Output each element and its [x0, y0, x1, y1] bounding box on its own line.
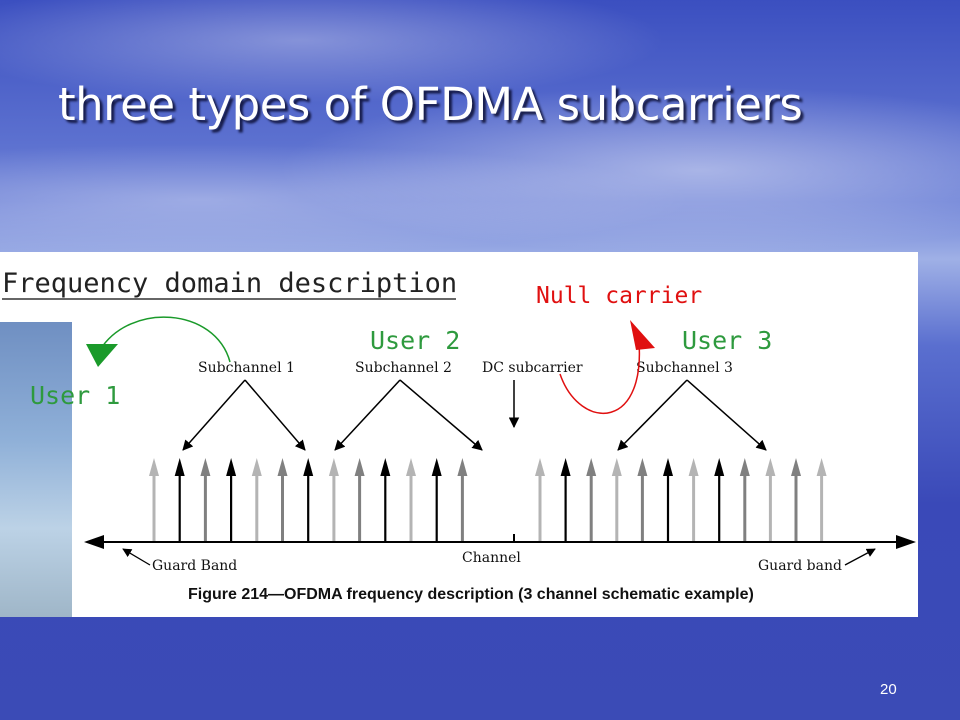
left-subcarrier-9 [354, 458, 365, 541]
figure-panel [72, 322, 918, 617]
subchannel3-right-arrow [686, 379, 767, 451]
null-carrier-arrowhead-icon [630, 320, 655, 350]
right-subcarrier-4 [611, 458, 622, 541]
right-subcarrier-1 [535, 458, 545, 541]
left-subcarrier-8 [328, 458, 339, 541]
right-subcarrier-3 [586, 458, 597, 541]
right-subcarrier-9 [739, 458, 750, 541]
left-subcarrier-10 [380, 458, 391, 541]
left-subcarrier-6 [277, 458, 288, 541]
user2-label: User 2 [370, 326, 460, 355]
page-number: 20 [880, 681, 897, 698]
left-subcarrier-7 [303, 458, 314, 541]
left-subcarrier-12 [431, 458, 442, 541]
slide-title: three types of OFDMA subcarriers [58, 78, 803, 131]
null-carrier-curved-arrow [559, 331, 641, 415]
left-subcarrier-3 [200, 458, 211, 541]
background-photo-strip [0, 322, 72, 617]
right-subcarrier-10 [765, 458, 776, 541]
subcarrier-arrows [149, 458, 827, 542]
figure-caption: Figure 214—OFDMA frequency description (… [188, 586, 754, 603]
left-subcarrier-4 [226, 458, 237, 541]
figure-heading: Frequency domain description [2, 268, 457, 299]
dc-subcarrier-label: DC subcarrier [482, 360, 583, 376]
right-subcarrier-11 [791, 458, 801, 541]
right-subcarrier-2 [560, 458, 571, 541]
left-subcarrier-13 [457, 458, 468, 541]
axis-right-arrowhead-icon [896, 535, 916, 549]
subchannel1-label: Subchannel 1 [198, 360, 295, 376]
left-subcarrier-2 [174, 458, 185, 541]
user1-curved-arrow [99, 316, 231, 363]
subchannel3-label: Subchannel 3 [636, 360, 733, 376]
right-subcarrier-8 [714, 458, 725, 541]
left-subcarrier-5 [251, 458, 262, 541]
right-subcarrier-6 [663, 458, 673, 541]
user1-label: User 1 [30, 381, 120, 410]
right-subcarrier-5 [637, 458, 648, 541]
subchannel1-left-arrow [182, 379, 246, 451]
left-subcarrier-11 [406, 458, 416, 541]
guard-band-right-label: Guard band [758, 558, 842, 574]
subchannel3-left-arrow [617, 379, 688, 451]
right-subcarrier-12 [816, 458, 827, 541]
subchannel2-right-arrow [399, 379, 483, 451]
guard-band-left-arrow [122, 548, 151, 566]
subchannel2-left-arrow [334, 379, 401, 451]
ofdma-diagram: Frequency domain description Null carrie… [2, 268, 918, 617]
ofdma-figure: Frequency domain description Null carrie… [0, 252, 918, 617]
guard-band-right-arrow [844, 548, 876, 566]
guard-band-left-label: Guard Band [152, 558, 237, 574]
axis-left-arrowhead-icon [84, 535, 104, 549]
null-carrier-label: Null carrier [536, 283, 702, 309]
subchannel1-right-arrow [244, 379, 306, 451]
right-subcarrier-7 [688, 458, 699, 541]
user3-label: User 3 [682, 326, 772, 355]
left-subcarrier-1 [149, 458, 159, 541]
subchannel2-label: Subchannel 2 [355, 360, 452, 376]
user1-arrowhead-icon [86, 344, 118, 367]
channel-label: Channel [462, 550, 521, 566]
